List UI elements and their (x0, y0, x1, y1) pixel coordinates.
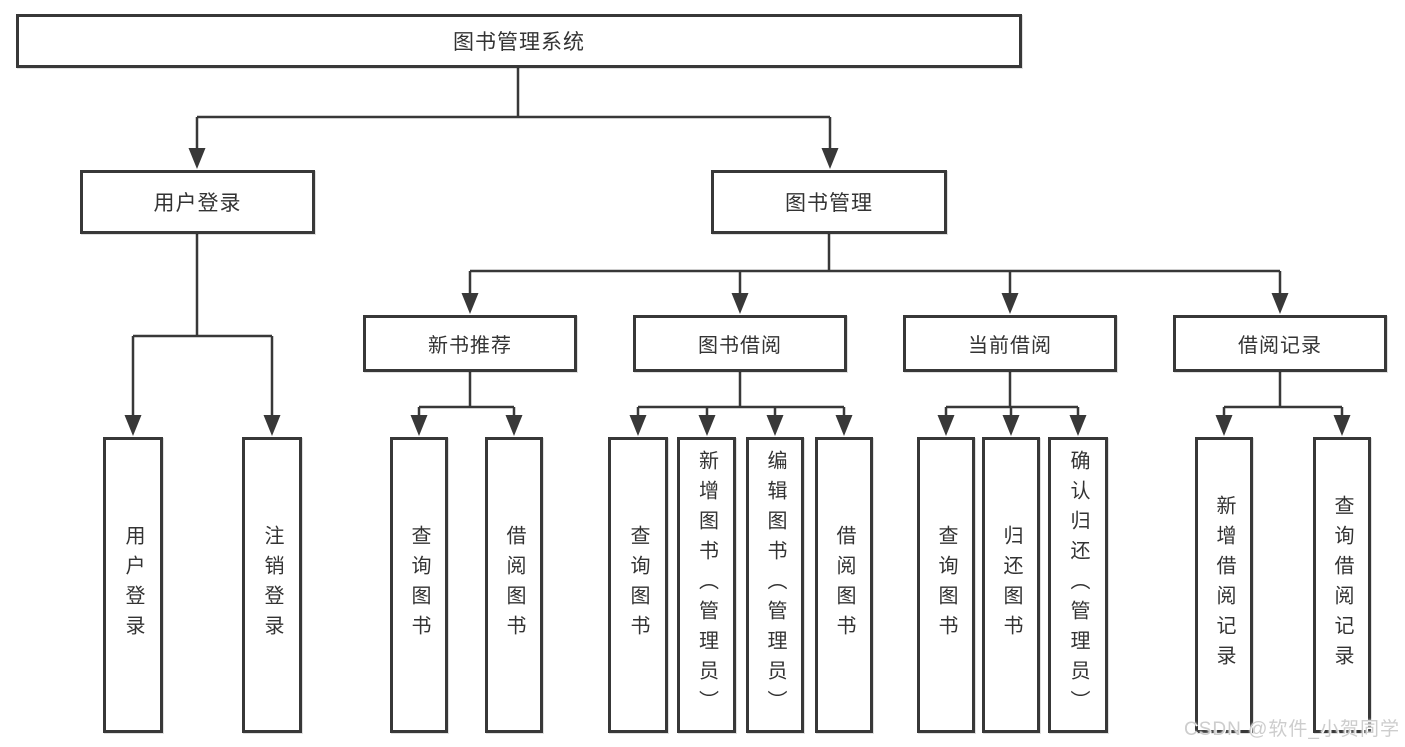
leaf-borrow-books-label: 借阅图书 (833, 525, 855, 645)
leaf-confirm-return-admin: 确认归还（管理员） (1048, 437, 1108, 733)
node-new-book-recommendation-label: 新书推荐 (428, 335, 512, 357)
leaf-confirm-return-admin-label: 确认归还（管理员） (1067, 450, 1089, 720)
node-new-book-recommendation: 新书推荐 (363, 315, 577, 372)
leaf-edit-books-admin-label: 编辑图书（管理员） (764, 450, 786, 720)
tree-connector-path (131, 68, 1344, 415)
leaf-query-books-recommend: 查询图书 (390, 437, 448, 733)
node-book-management: 图书管理 (711, 170, 947, 234)
node-current-borrowing-label: 当前借阅 (968, 335, 1052, 357)
watermark: CSDN @软件_小贺同学 (1184, 719, 1400, 740)
leaf-query-books-borrowing: 查询图书 (608, 437, 668, 733)
node-user-login: 用户登录 (80, 170, 315, 234)
leaf-borrow-books-recommend: 借阅图书 (485, 437, 543, 733)
node-book-management-label: 图书管理 (785, 192, 873, 215)
node-borrowing-records: 借阅记录 (1173, 315, 1387, 372)
node-root: 图书管理系统 (16, 14, 1022, 68)
node-root-label: 图书管理系统 (453, 31, 585, 54)
leaf-return-books: 归还图书 (982, 437, 1040, 733)
node-user-login-label: 用户登录 (153, 192, 242, 215)
leaf-borrow-books: 借阅图书 (815, 437, 873, 733)
leaf-query-books-borrowing-label: 查询图书 (627, 525, 649, 645)
leaf-add-borrow-record-label: 新增借阅记录 (1213, 495, 1235, 675)
leaf-edit-books-admin: 编辑图书（管理员） (746, 437, 804, 733)
leaf-logout-label: 注销登录 (261, 525, 283, 645)
leaf-add-books-admin-label: 新增图书（管理员） (695, 450, 718, 720)
leaf-query-borrow-record-label: 查询借阅记录 (1331, 495, 1353, 675)
leaf-borrow-books-recommend-label: 借阅图书 (503, 525, 525, 645)
leaf-query-books-recommend-label: 查询图书 (408, 525, 430, 645)
leaf-query-borrow-record: 查询借阅记录 (1313, 437, 1371, 733)
leaf-query-books-current: 查询图书 (917, 437, 975, 733)
node-book-borrowing: 图书借阅 (633, 315, 847, 372)
node-book-borrowing-label: 图书借阅 (698, 335, 782, 357)
leaf-user-login: 用户登录 (103, 437, 163, 733)
node-borrowing-records-label: 借阅记录 (1238, 335, 1322, 357)
leaf-logout: 注销登录 (242, 437, 302, 733)
leaf-add-books-admin: 新增图书（管理员） (677, 437, 736, 733)
leaf-query-books-current-label: 查询图书 (935, 525, 957, 645)
leaf-add-borrow-record: 新增借阅记录 (1195, 437, 1253, 733)
node-current-borrowing: 当前借阅 (903, 315, 1117, 372)
leaf-return-books-label: 归还图书 (1000, 525, 1022, 645)
leaf-user-login-label: 用户登录 (122, 525, 144, 645)
